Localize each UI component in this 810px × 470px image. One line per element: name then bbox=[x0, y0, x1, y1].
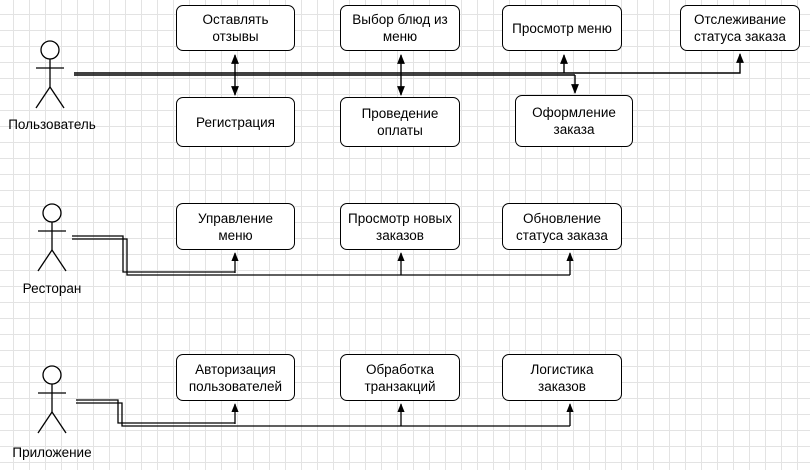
usecase-registration[interactable]: Регистрация bbox=[176, 97, 295, 147]
actor-app-label: Приложение bbox=[12, 445, 92, 460]
usecase-view-menu[interactable]: Просмотр меню bbox=[502, 5, 622, 51]
usecase-choose-dishes[interactable]: Выбор блюд из меню bbox=[340, 5, 460, 51]
actor-restaurant-figure bbox=[37, 203, 67, 272]
app-connectors bbox=[76, 399, 574, 427]
usecase-logistics[interactable]: Логистика заказов bbox=[502, 354, 622, 401]
usecase-transactions[interactable]: Обработка транзакций bbox=[340, 354, 460, 401]
user-connectors bbox=[74, 53, 744, 96]
usecase-track-status[interactable]: Отслеживание статуса заказа bbox=[680, 5, 800, 51]
actor-app-figure bbox=[37, 365, 67, 434]
restaurant-connectors bbox=[72, 235, 574, 276]
actor-user-label: Пользователь bbox=[8, 117, 96, 132]
usecase-view-new-orders[interactable]: Просмотр новых заказов bbox=[340, 203, 460, 250]
actor-restaurant-label: Ресторан bbox=[22, 281, 82, 296]
usecase-leave-reviews[interactable]: Оставлять отзывы bbox=[176, 5, 295, 51]
usecase-payment[interactable]: Проведение оплаты bbox=[340, 97, 460, 147]
usecase-checkout[interactable]: Оформление заказа bbox=[515, 95, 633, 147]
usecase-update-status[interactable]: Обновление статуса заказа bbox=[502, 203, 622, 250]
usecase-user-auth[interactable]: Авторизация пользователей bbox=[176, 354, 295, 401]
actor-user-figure bbox=[35, 40, 65, 109]
usecase-manage-menu[interactable]: Управление меню bbox=[176, 203, 295, 250]
